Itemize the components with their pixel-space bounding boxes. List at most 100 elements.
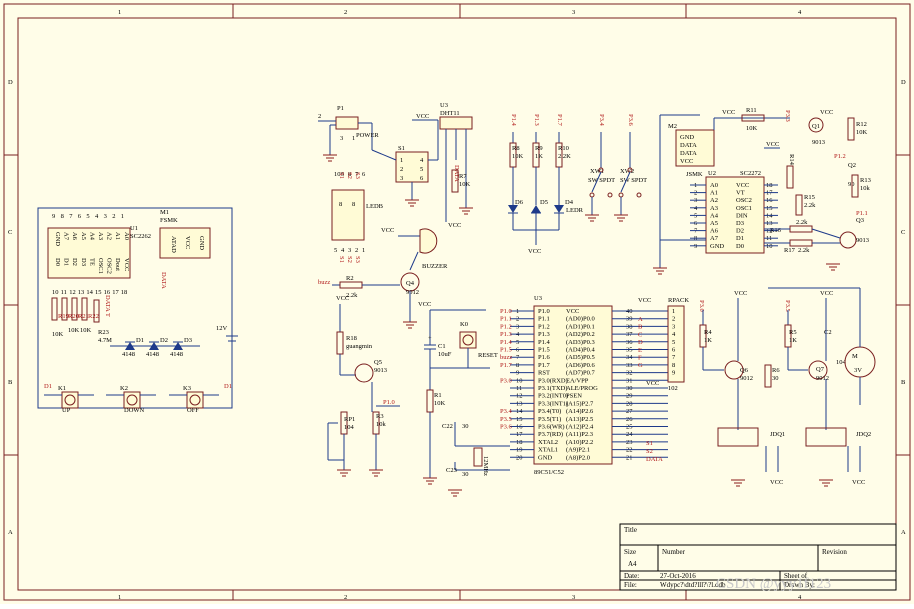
- r5-ref: R5: [789, 329, 797, 336]
- m2-pin-gnd-0: GND: [680, 134, 694, 141]
- mcu-net-P1.1: P1.1: [500, 316, 512, 323]
- swspdt-1: SW SPDT: [588, 177, 615, 184]
- keys-d1-net-right: D1: [224, 383, 232, 390]
- size-value: A4: [628, 560, 637, 568]
- c23-val: 30: [462, 471, 469, 478]
- mcu-pin-ad5p0.5: (AD5)P0.5: [566, 354, 595, 361]
- u1-top-num-7: 7: [69, 213, 73, 220]
- c1-val: 10uF: [438, 351, 452, 358]
- svg-text:3: 3: [400, 175, 403, 182]
- u1-top-num-9: 9: [52, 213, 55, 220]
- svg-text:1: 1: [352, 135, 355, 142]
- mcu-pin-a14p2.6: (A14)P2.6: [566, 408, 594, 415]
- mcu-pin-p3.5t1: P3.5(T1): [538, 416, 561, 423]
- svg-text:VCC: VCC: [770, 479, 783, 486]
- u1-bot-num-17: 17: [112, 289, 119, 296]
- r3-val: 10k: [376, 421, 387, 428]
- led-net-P1.4: P1.4: [510, 114, 517, 126]
- mcu-s1: S1: [646, 440, 653, 447]
- p12-net: P1.2: [834, 153, 846, 160]
- mcu-seg-G: G: [638, 362, 643, 369]
- svg-text:3: 3: [340, 135, 343, 142]
- reset-label: RESET: [478, 352, 498, 359]
- mcu-pin-ad0p0.0: (AD0)P0.0: [566, 316, 595, 323]
- frame-col-bottom-1: 1: [118, 594, 121, 601]
- dht-name: DHT11: [440, 110, 460, 117]
- dht-data-net: DATA: [453, 165, 460, 182]
- q7-num: 9012: [816, 375, 829, 382]
- svg-text:VCC: VCC: [638, 297, 651, 304]
- u2-pin-d2: D2: [736, 228, 744, 235]
- svg-text:VCC: VCC: [646, 380, 659, 387]
- power-label: POWER: [356, 132, 379, 139]
- diode-d3-val: 4148: [170, 351, 183, 358]
- c2-val: 104: [836, 359, 847, 366]
- r12-ref: R12: [856, 121, 867, 128]
- svg-text:8: 8: [352, 201, 355, 208]
- mcu-pin-p1.1: P1.1: [538, 316, 550, 323]
- r1-val: 10K: [434, 400, 446, 407]
- key-k1-ref: K1: [58, 385, 66, 392]
- key-k1-label: UP: [62, 407, 71, 414]
- mcu-pin-xtal1: XTAL1: [538, 447, 558, 454]
- u1-bot-num-14: 14: [86, 289, 93, 296]
- u1-bot-num-18: 18: [121, 289, 128, 296]
- r10-val: 2.2K: [558, 153, 571, 160]
- mcu-pin-ad2p0.2: (AD2)P0.2: [566, 331, 595, 338]
- ledb-label: LEDB: [366, 203, 384, 210]
- ledb-pin-6: 6: [362, 171, 366, 178]
- r14-ref: R14: [788, 154, 795, 166]
- svg-text:VCC: VCC: [820, 290, 833, 297]
- u1-top-num-1: 1: [121, 213, 124, 220]
- light-section: VCC R18 guangmin Q5 9013 RP1 104 R3 10k …: [327, 295, 400, 477]
- mcu-pin-p1.6: P1.6: [538, 354, 550, 361]
- enc-r21-ref: R21: [78, 313, 89, 320]
- u1-name: SC2262: [130, 233, 151, 240]
- buzzer-section: VCC BUZZER Q4 9012 buzz R2 2.2k: [318, 227, 448, 329]
- xw1-ref: XW1: [590, 168, 604, 175]
- mcu-pin-a8p2.0: (A8)P2.0: [566, 454, 590, 461]
- svg-text:+: +: [428, 335, 432, 342]
- diode-d1-ref: D1: [136, 337, 144, 344]
- mcu-net-P3.5: P3.5: [500, 416, 512, 423]
- u2-pin-a4: A4: [710, 212, 719, 219]
- ledb-pin-3: 3: [348, 247, 351, 254]
- size-label: Size: [624, 548, 636, 556]
- u2-pin-a3: A3: [710, 205, 718, 212]
- mcu-pin-ad1p0.1: (AD1)P0.1: [566, 323, 595, 330]
- rpack-pin-8: 8: [672, 362, 675, 369]
- mcu-ref: U3: [534, 295, 542, 302]
- enc-r22-ref: R22: [88, 313, 99, 320]
- mcu-pin-p1.4: P1.4: [538, 339, 550, 346]
- p1-ref: P1: [337, 105, 344, 112]
- r5-val: 1K: [789, 337, 797, 344]
- mcu-pin-p1.5: P1.5: [538, 347, 550, 354]
- mcu-pin-eavpp: EA/VPP: [566, 377, 589, 384]
- mcu-seg-A: A: [638, 316, 643, 323]
- file-label: File:: [624, 581, 637, 589]
- mcu-pin-p1.3: P1.3: [538, 331, 550, 338]
- title-block: Title Size A4 Number Revision Date: 27-O…: [619, 523, 897, 592]
- r6-ref: R6: [772, 367, 780, 374]
- rpack-pin-5: 5: [672, 339, 675, 346]
- ledb-pin-9: 9: [341, 171, 344, 178]
- enc-r20-ref: R20: [68, 313, 79, 320]
- mcu-net-P1.0: P1.0: [500, 308, 512, 315]
- r2-ref: R2: [346, 275, 354, 282]
- u1-bot-num-12: 12: [69, 289, 76, 296]
- driver-section: P3.0 P3.5 R4 1K Q6 9012 VCC R6 30 JDQ1 R…: [698, 287, 876, 487]
- enc-r19-ref: R19: [58, 313, 69, 320]
- ledb-pin-8: 8: [348, 171, 351, 178]
- r8-val: 10K: [512, 153, 524, 160]
- frame-col-bottom-4: 4: [798, 594, 802, 601]
- svg-text:10K: 10K: [52, 331, 64, 338]
- ledb-seg-bot-S3: S3: [354, 256, 361, 263]
- r15-ref: R15: [804, 194, 815, 201]
- m1-name: FSMK: [160, 217, 178, 224]
- rpack-pin-3: 3: [672, 323, 675, 330]
- svg-text:VCC: VCC: [852, 479, 865, 486]
- xw2-ref: XW2: [620, 168, 634, 175]
- p33-net: P3.3: [784, 110, 791, 122]
